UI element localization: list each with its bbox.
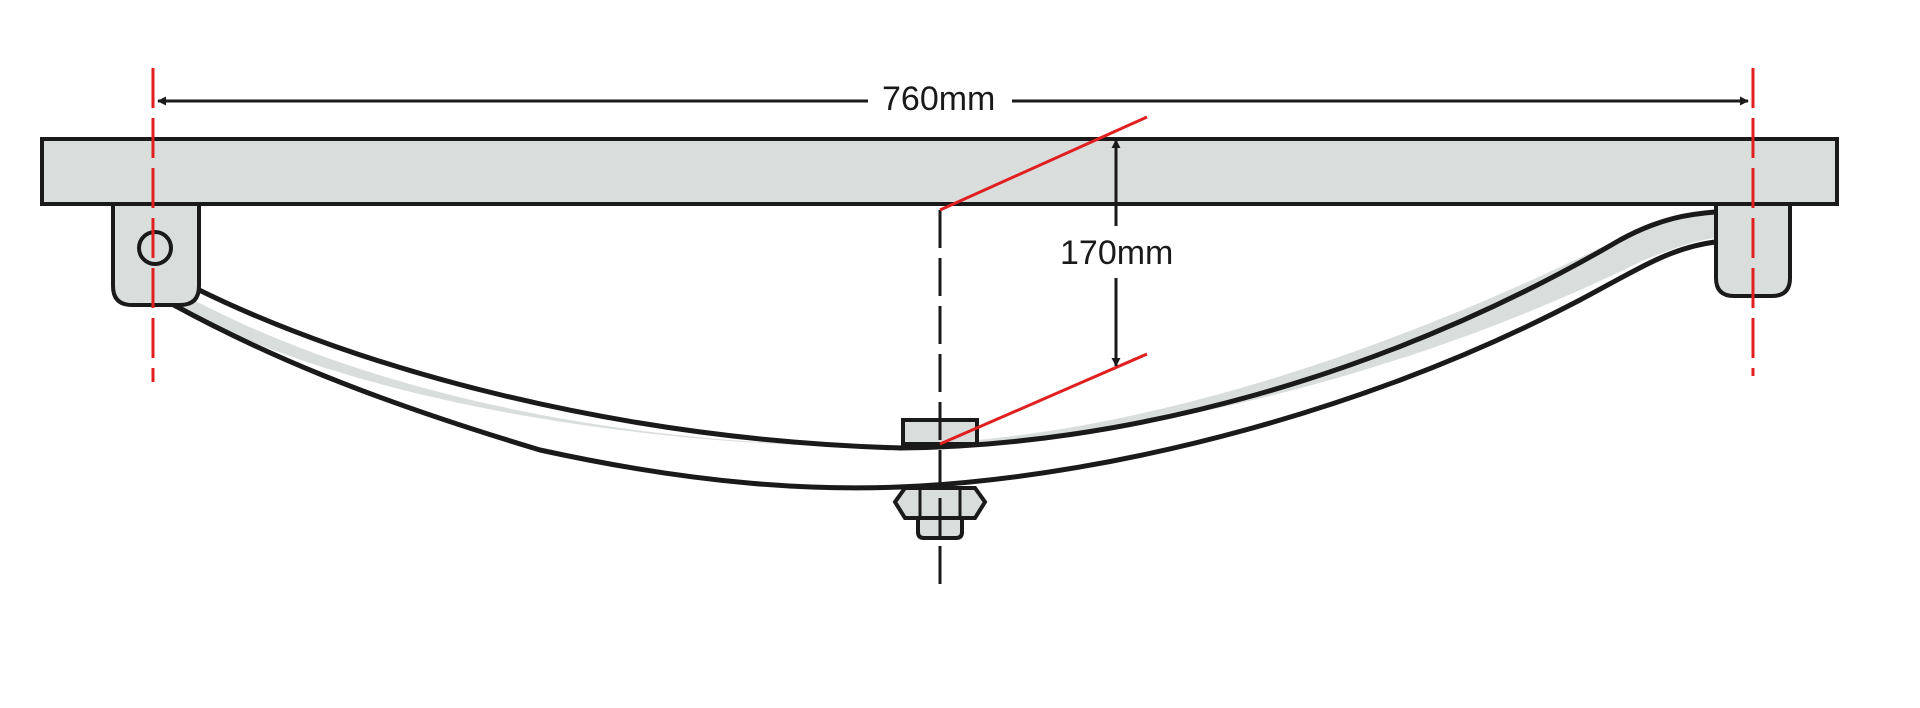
- left-eye-bolt: [137, 230, 173, 266]
- chassis-bar: [40, 137, 1839, 206]
- height-dimension-label: 170mm: [1058, 232, 1176, 274]
- height-ref-top: [939, 115, 1148, 212]
- spring-leaf-outline-bottom: [169, 239, 1718, 491]
- spring-leaf-outline-top: [192, 209, 1718, 451]
- width-dimension-label: 760mm: [874, 82, 1004, 116]
- height-ref-bottom: [939, 352, 1148, 446]
